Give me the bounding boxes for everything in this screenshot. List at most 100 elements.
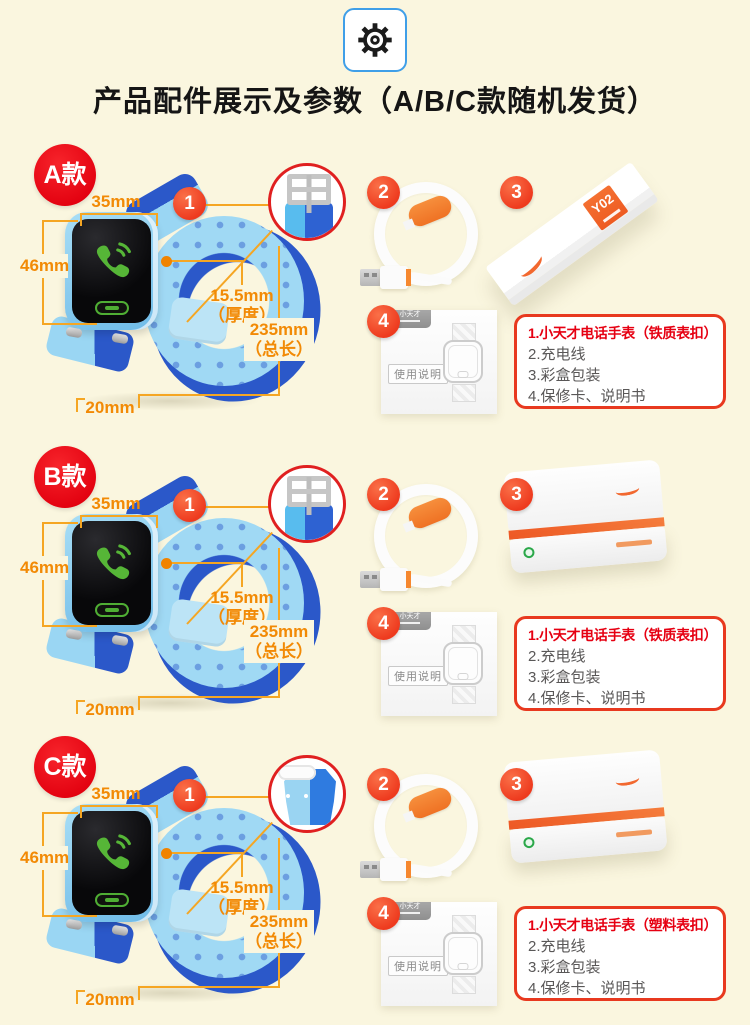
accessory-item-4: 4.保修卡、说明书: [528, 980, 646, 997]
watch-product-photo: [20, 471, 344, 730]
dim-height-label: 46mm: [20, 254, 69, 278]
manual-title: 使用说明: [388, 364, 448, 384]
dim-length-label: 235mm （总长）: [244, 910, 314, 954]
hangup-button-icon: [94, 603, 129, 617]
cert-dot: [522, 546, 535, 559]
metal-buckle-icon: [271, 468, 343, 540]
watch-face: [65, 804, 158, 922]
marker1-leader-line: [196, 204, 270, 206]
marker-2-cable: 2: [367, 478, 400, 511]
clasp-detail-inset: [268, 163, 346, 241]
dim-width-line: [80, 805, 158, 807]
hangup-button-icon: [94, 893, 129, 907]
product-variant-section: C款 35mm: [0, 730, 750, 1025]
user-manual-photo: 小天才 使用说明: [381, 310, 497, 414]
marker-3-box: 3: [500, 478, 533, 511]
dim-thickness-line: [170, 852, 243, 854]
clasp-detail-inset: [268, 465, 346, 543]
watch-outline-drawing: [443, 915, 485, 995]
accessory-item-2: 2.充电线: [528, 938, 586, 955]
dim-length-label: 235mm （总长）: [244, 318, 314, 362]
dim-height-label: 46mm: [20, 556, 69, 580]
charging-cable-photo: [355, 770, 485, 890]
manual-title: 使用说明: [388, 956, 448, 976]
variant-sections: A款 35mm: [0, 138, 750, 1025]
clasp-detail-inset: [268, 755, 346, 833]
gear-icon: [358, 23, 392, 57]
dim-width-line: [80, 213, 158, 215]
box-model-label: Y02: [582, 184, 629, 231]
accessory-item-3: 3.彩盒包装: [528, 669, 601, 686]
accessory-item-2: 2.充电线: [528, 346, 586, 363]
watch-outline-drawing: [443, 323, 485, 403]
phone-call-icon: [96, 834, 131, 870]
dim-length-label: 235mm （总长）: [244, 620, 314, 664]
user-manual-photo: 小天才 使用说明: [381, 612, 497, 716]
cert-dot: [522, 836, 535, 849]
product-variant-section: A款 35mm: [0, 138, 750, 440]
watch-product-photo: [20, 169, 344, 428]
accessory-item-1: 1.小天才电话手表（铁质表扣）: [528, 325, 718, 341]
watch-product-photo: [20, 761, 344, 1020]
retail-box-square: [503, 749, 668, 874]
hangup-button-icon: [94, 301, 129, 315]
marker-4-manual: 4: [367, 897, 400, 930]
dim-thickness-line: [170, 260, 243, 262]
usb-plug-icon: [360, 571, 382, 588]
brand-logo: [614, 482, 641, 498]
accessory-item-4: 4.保修卡、说明书: [528, 388, 646, 405]
dim-strap-width-label: 20mm: [85, 990, 135, 1009]
dim-width-line: [80, 515, 158, 517]
marker-1-watch: 1: [173, 779, 206, 812]
accessory-item-3: 3.彩盒包装: [528, 367, 601, 384]
marker-1-watch: 1: [173, 489, 206, 522]
thickness-point: [161, 558, 172, 569]
product-variant-section: B款 35mm: [0, 440, 750, 730]
marker1-leader-line: [196, 506, 270, 508]
variant-badge: B款: [34, 446, 96, 508]
usb-plug-icon: [360, 269, 382, 286]
usb-plug-icon: [360, 861, 382, 878]
dim-width-label: 35mm: [91, 784, 141, 803]
dim-width-label: 35mm: [91, 494, 141, 513]
accessory-item-3: 3.彩盒包装: [528, 959, 601, 976]
dim-width-label: 35mm: [91, 192, 141, 211]
metal-buckle-icon: [271, 166, 343, 238]
dim-height-label: 46mm: [20, 846, 69, 870]
plastic-clasp-icon: [271, 758, 343, 830]
accessory-list: 1.小天才电话手表（铁质表扣） 2.充电线 3.彩盒包装 4.保修卡、说明书: [514, 616, 726, 711]
retail-box-square: [503, 459, 668, 584]
phone-call-icon: [96, 544, 131, 580]
brand-logo: [516, 251, 546, 281]
dim-strap-width-label: 20mm: [85, 398, 135, 417]
watch-screen: [72, 811, 151, 915]
manual-title: 使用说明: [388, 666, 448, 686]
marker-2-cable: 2: [367, 768, 400, 801]
accessory-item-1: 1.小天才电话手表（塑料表扣）: [528, 917, 718, 933]
watch-screen: [72, 219, 151, 323]
marker-3-box: 3: [500, 176, 533, 209]
phone-call-icon: [96, 242, 131, 278]
marker-4-manual: 4: [367, 305, 400, 338]
marker-1-watch: 1: [173, 187, 206, 220]
marker-2-cable: 2: [367, 176, 400, 209]
accessory-item-1: 1.小天才电话手表（铁质表扣）: [528, 627, 718, 643]
accessory-item-2: 2.充电线: [528, 648, 586, 665]
dim-strap-width-label: 20mm: [85, 700, 135, 719]
page-title: 产品配件展示及参数（A/B/C款随机发货）: [93, 86, 657, 118]
thickness-point: [161, 848, 172, 859]
charging-cable-photo: [355, 178, 485, 298]
watch-screen: [72, 521, 151, 625]
variant-badge: C款: [34, 736, 96, 798]
variant-badge: A款: [34, 144, 96, 206]
accessory-item-4: 4.保修卡、说明书: [528, 690, 646, 707]
marker-3-box: 3: [500, 768, 533, 801]
accessory-list: 1.小天才电话手表（塑料表扣） 2.充电线 3.彩盒包装 4.保修卡、说明书: [514, 906, 726, 1001]
accessory-list: 1.小天才电话手表（铁质表扣） 2.充电线 3.彩盒包装 4.保修卡、说明书: [514, 314, 726, 409]
marker-4-manual: 4: [367, 607, 400, 640]
dim-thickness-line: [170, 562, 243, 564]
watch-face: [65, 514, 158, 632]
watch-outline-drawing: [443, 625, 485, 705]
gear-icon-box: [343, 8, 407, 72]
